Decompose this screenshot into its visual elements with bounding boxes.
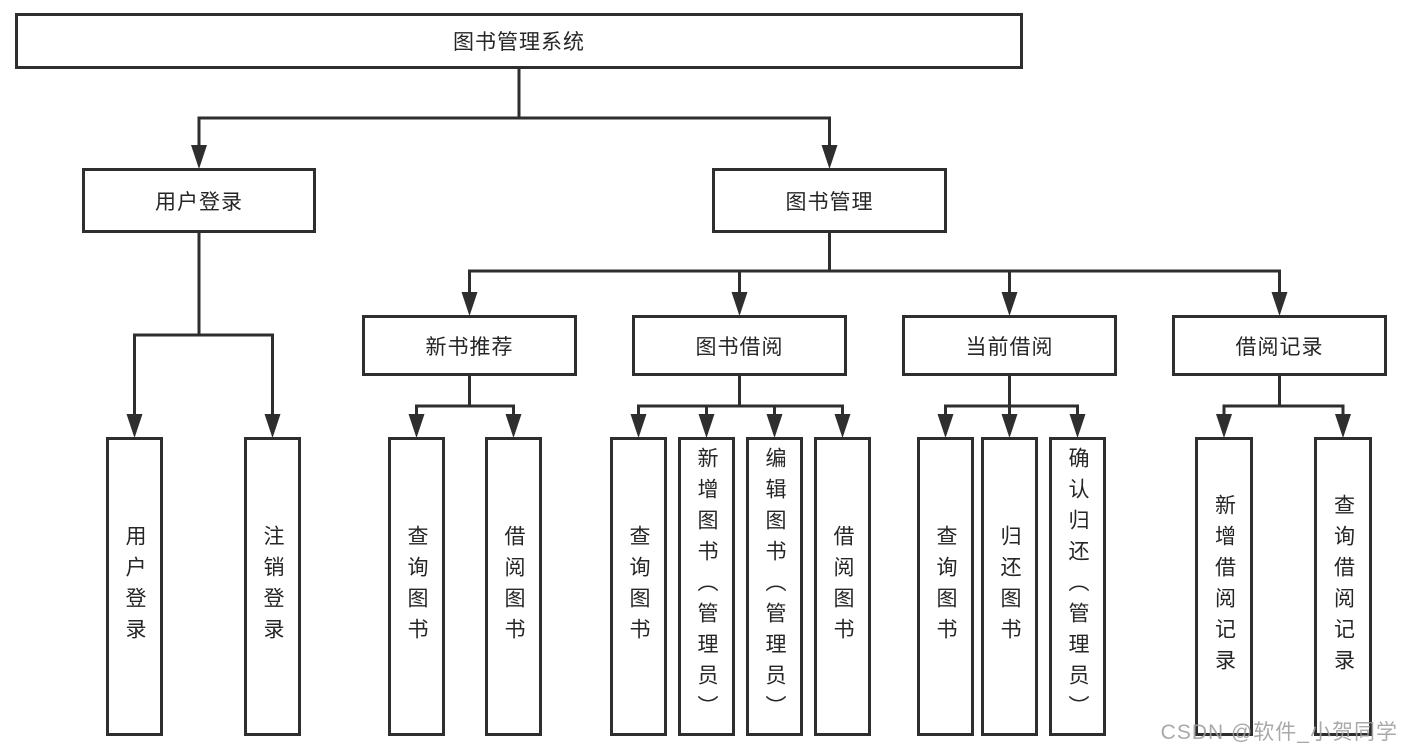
node-leaf-add-books: 新增图书（管理员） [678, 437, 735, 736]
node-leaf-return-books: 归还图书 [981, 437, 1038, 736]
node-label: 借阅记录 [1235, 335, 1324, 359]
node-leaf-user-login: 用户登录 [106, 437, 163, 736]
node-current-borrow: 当前借阅 [902, 315, 1117, 376]
node-label: 新书推荐 [425, 335, 514, 359]
node-leaf-confirm-return: 确认归还（管理员） [1049, 437, 1106, 736]
node-root: 图书管理系统 [15, 13, 1023, 69]
node-label: 归还图书 [998, 524, 1021, 649]
node-leaf-query-books-3: 查询图书 [917, 437, 974, 736]
node-leaf-edit-books: 编辑图书（管理员） [746, 437, 803, 736]
node-label: 新增借阅记录 [1212, 493, 1236, 680]
node-label: 图书管理系统 [453, 31, 585, 54]
node-book-borrow: 图书借阅 [632, 315, 847, 376]
node-label: 当前借阅 [965, 335, 1054, 359]
node-label: 借阅图书 [502, 524, 525, 649]
node-label: 图书管理 [785, 190, 874, 214]
node-leaf-borrow-books-2: 借阅图书 [814, 437, 871, 736]
node-new-book-rec: 新书推荐 [362, 315, 577, 376]
node-label: 查询图书 [405, 524, 428, 649]
watermark: CSDN @软件_小贺同学 [1160, 721, 1398, 744]
node-label: 借阅图书 [831, 524, 854, 649]
node-label: 新增图书（管理员） [695, 447, 718, 726]
node-leaf-borrow-books-1: 借阅图书 [485, 437, 542, 736]
node-leaf-query-books-2: 查询图书 [610, 437, 667, 736]
node-label: 用户登录 [123, 524, 146, 649]
node-label: 图书借阅 [695, 335, 784, 359]
node-label: 确认归还（管理员） [1066, 447, 1089, 726]
node-leaf-add-borrow-rec: 新增借阅记录 [1195, 437, 1253, 736]
node-user-login: 用户登录 [82, 168, 316, 233]
node-book-mgmt: 图书管理 [712, 168, 947, 233]
node-leaf-query-books-1: 查询图书 [388, 437, 445, 736]
node-label: 查询借阅记录 [1331, 493, 1355, 680]
node-borrow-record: 借阅记录 [1172, 315, 1387, 376]
node-label: 用户登录 [155, 190, 243, 214]
node-label: 注销登录 [261, 524, 284, 649]
node-label: 编辑图书（管理员） [763, 447, 786, 726]
node-leaf-query-borrow-rec: 查询借阅记录 [1314, 437, 1372, 736]
node-label: 查询图书 [934, 524, 957, 649]
node-leaf-logout: 注销登录 [244, 437, 301, 736]
node-label: 查询图书 [627, 524, 650, 649]
